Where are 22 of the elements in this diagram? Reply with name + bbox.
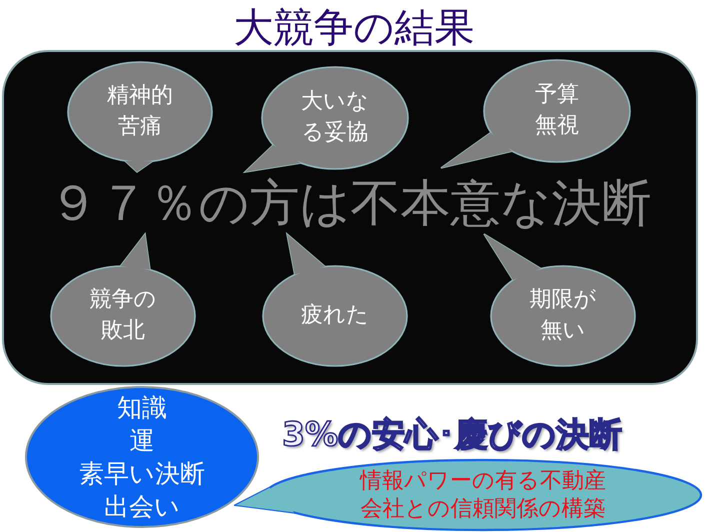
bubble-text: 疲れた <box>300 302 370 330</box>
speech-bubble <box>234 458 703 532</box>
rounded-panel <box>2 50 698 385</box>
bubble-text: 大いなる妥協 <box>300 88 370 147</box>
factor-text: 出会い <box>104 491 180 523</box>
factor-text: 素早い決断 <box>79 458 205 490</box>
subtitle: 3%の安心･慶びの決断 <box>282 418 622 450</box>
bubble-text: 期限が無い <box>528 286 598 345</box>
speech-bubble <box>261 232 409 368</box>
speech-bubble <box>243 65 410 174</box>
factor-text: 運 <box>130 425 154 457</box>
bubble-text: 精神的苦痛 <box>106 82 174 141</box>
bubble-text: 競争の敗北 <box>88 286 158 345</box>
factor-text: 知識 <box>117 392 167 424</box>
speech-bubble <box>439 58 632 170</box>
speech-bubble <box>49 232 197 368</box>
title: 大競争の結果 <box>234 8 474 48</box>
speech-bubble <box>66 60 214 174</box>
speech-bubble <box>482 232 637 368</box>
bubble-text: 予算無視 <box>534 81 580 140</box>
bubble-text: 情報パワーの有る不動産会社との信頼関係の構築 <box>358 468 607 522</box>
statement-text: ９７％の方は不本意な決断 <box>48 178 652 228</box>
